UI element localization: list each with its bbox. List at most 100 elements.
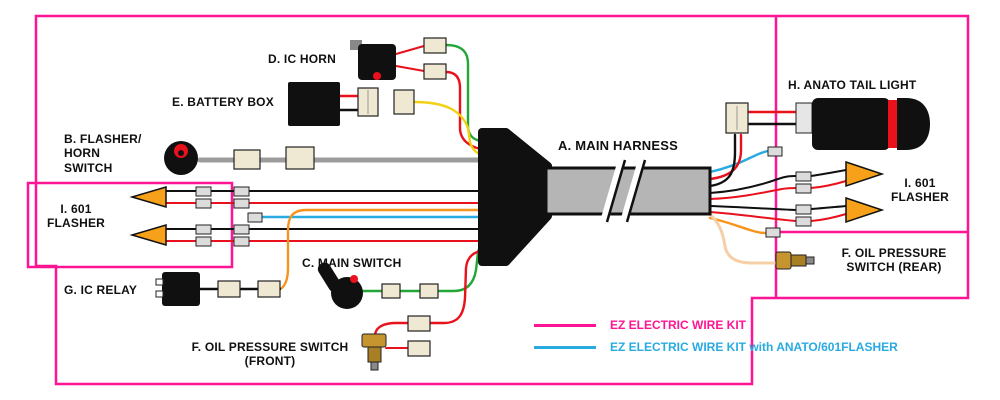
switch-body bbox=[367, 346, 382, 363]
legend-row-kit: EZ ELECTRIC WIRE KIT bbox=[534, 314, 898, 336]
label-oil-pressure-rear: F. OIL PRESSURE SWITCH (REAR) bbox=[841, 246, 947, 275]
wire-red-rflasher2-link bbox=[810, 213, 847, 222]
kit-outline bbox=[26, 14, 970, 386]
flasher-lamp bbox=[845, 160, 885, 188]
legend: EZ ELECTRIC WIRE KIT EZ ELECTRIC WIRE KI… bbox=[534, 314, 898, 358]
switch-button-center bbox=[178, 150, 184, 156]
wires-right bbox=[706, 110, 847, 265]
connector bbox=[407, 340, 431, 357]
break-gap-1 bbox=[600, 158, 626, 224]
harness-funnel bbox=[478, 128, 552, 266]
label-ic-relay: G. IC RELAY bbox=[64, 283, 138, 297]
connector bbox=[217, 280, 241, 298]
wire-black-rflasher2 bbox=[709, 205, 797, 211]
wire-peach-oil-rear bbox=[706, 211, 778, 265]
wire-black-rflasher1-link bbox=[810, 169, 847, 177]
switch-body bbox=[331, 277, 363, 309]
switch-tip bbox=[370, 361, 379, 371]
connector bbox=[393, 89, 415, 115]
wire-red-rflasher1 bbox=[709, 187, 797, 200]
break-slash-1 bbox=[605, 159, 627, 223]
connector bbox=[407, 315, 431, 332]
label-oil-pressure-front: F. OIL PRESSURE SWITCH (FRONT) bbox=[191, 340, 349, 369]
bullet-connector bbox=[247, 212, 263, 223]
relay-body bbox=[162, 272, 200, 306]
label-main-switch: C. MAIN SWITCH bbox=[302, 256, 402, 270]
bullet-connector bbox=[233, 224, 250, 235]
bullet-connector bbox=[795, 171, 812, 182]
connector bbox=[257, 280, 281, 298]
ic-relay-graphic bbox=[155, 272, 281, 306]
wire-red-horn bbox=[444, 70, 488, 152]
horn-bracket bbox=[350, 40, 362, 50]
wire-orange-relay bbox=[278, 208, 488, 291]
bullet-connector bbox=[233, 198, 250, 209]
relay-pin bbox=[155, 278, 164, 286]
bullet-connector bbox=[795, 204, 812, 215]
bullet-connector bbox=[233, 186, 250, 197]
wire-orange-right bbox=[708, 216, 768, 235]
label-flasher-601-right: I. 601 FLASHER bbox=[890, 176, 950, 205]
legend-label-kit: EZ ELECTRIC WIRE KIT bbox=[610, 318, 746, 332]
label-ic-horn: D. IC HORN bbox=[268, 52, 336, 66]
switch-tip bbox=[805, 256, 815, 265]
outline-flasher-left-box bbox=[26, 181, 234, 269]
wire-red-tail bbox=[708, 133, 743, 181]
connector bbox=[419, 283, 439, 299]
flasher-601-left-graphic bbox=[129, 185, 263, 247]
wire-black-rflasher1 bbox=[709, 175, 797, 194]
tail-light-lens-stripe bbox=[888, 100, 897, 148]
flasher-lamp bbox=[129, 185, 167, 209]
label-flasher-601-left: I. 601 FLASHER bbox=[46, 202, 106, 231]
legend-line-kit-anato bbox=[534, 345, 596, 349]
connector bbox=[233, 149, 261, 170]
connector bbox=[423, 37, 447, 54]
tail-light-plug bbox=[795, 102, 813, 134]
wire-green-horn bbox=[444, 43, 488, 144]
wire-black-rflasher2-link bbox=[810, 205, 847, 210]
ic-horn-graphic bbox=[350, 37, 447, 80]
bullet-connector bbox=[233, 236, 250, 247]
switch-hex bbox=[775, 251, 792, 270]
wire-red-rflasher1-link bbox=[810, 180, 847, 189]
main-harness-graphic bbox=[478, 128, 712, 266]
switch-indicator bbox=[350, 275, 358, 283]
break-gap-2 bbox=[620, 158, 646, 224]
tail-light-body bbox=[812, 98, 890, 150]
bullet-connector bbox=[765, 227, 781, 238]
bullet-connector bbox=[195, 224, 212, 235]
flasher-lamp bbox=[845, 196, 885, 224]
bullet-connector bbox=[767, 146, 783, 157]
flasher-601-right-graphic bbox=[765, 146, 885, 238]
bullet-connector bbox=[195, 236, 212, 247]
flasher-horn-switch-graphic bbox=[164, 141, 315, 175]
bullet-connector bbox=[195, 186, 212, 197]
label-main-harness: A. MAIN HARNESS bbox=[558, 138, 679, 153]
main-switch-graphic bbox=[317, 262, 439, 309]
wire-horn-terminal-2 bbox=[395, 65, 425, 72]
bullet-connector bbox=[795, 216, 812, 227]
label-battery-box: E. BATTERY BOX bbox=[172, 95, 274, 109]
tail-light-cap bbox=[897, 98, 930, 150]
legend-line-kit bbox=[534, 323, 596, 327]
bullet-connector bbox=[195, 198, 212, 209]
switch-body bbox=[790, 254, 807, 267]
harness-break-marks bbox=[600, 158, 647, 224]
connector bbox=[381, 283, 401, 299]
oil-pressure-rear-graphic bbox=[775, 251, 815, 270]
label-flasher-horn-switch: B. FLASHER/ HORN SWITCH bbox=[64, 132, 142, 175]
switch-hex bbox=[361, 333, 387, 348]
horn-terminal-dot bbox=[373, 72, 381, 80]
wire-cyan-optional-right bbox=[708, 149, 770, 174]
battery-body bbox=[288, 82, 340, 126]
relay-pin bbox=[155, 290, 164, 298]
connector bbox=[423, 63, 447, 80]
wire-red-rflasher2 bbox=[709, 211, 797, 222]
wire-red-oil-front bbox=[373, 248, 488, 338]
battery-box-graphic bbox=[288, 82, 415, 126]
oil-pressure-front-graphic bbox=[361, 315, 431, 371]
bullet-connector bbox=[795, 183, 812, 194]
wire-horn-terminal-1 bbox=[395, 45, 425, 55]
